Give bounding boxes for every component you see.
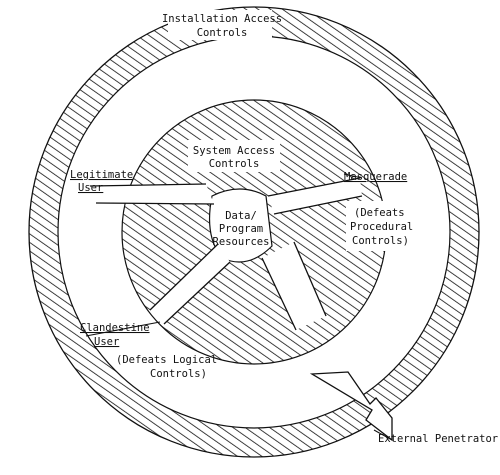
- external-label: External Penetrator: [378, 433, 498, 445]
- masquerade-note-line3: Controls): [352, 235, 409, 247]
- masquerade-label: Masquerade: [344, 171, 407, 183]
- installation-label-line2: Controls: [197, 27, 248, 39]
- leader-lines: [85, 173, 393, 441]
- legitimate-label-line1: Legitimate: [70, 169, 133, 181]
- system-label-bg: [188, 140, 280, 172]
- labels: Installation Access Controls System Acce…: [70, 13, 498, 445]
- clandestine-label-line1: Clandestine: [80, 322, 150, 334]
- legitimate-user-path: [89, 183, 215, 205]
- clandestine-user-path: [149, 243, 231, 325]
- lower-right-path: [261, 241, 327, 331]
- masquerade-note-bg: [346, 201, 420, 251]
- external-leader: [373, 429, 393, 441]
- installation-label-bg: [168, 10, 272, 40]
- system-label-line2: Controls: [209, 158, 260, 170]
- system-label-line1: System Access: [193, 145, 275, 157]
- core-label-line1: Data/: [225, 210, 257, 222]
- clandestine-note-line2: Controls): [150, 368, 207, 380]
- masquerade-note-line1: (Defeats: [354, 207, 405, 219]
- masquerade-note-line2: Procedural: [350, 221, 413, 233]
- clandestine-leader: [85, 321, 161, 337]
- clandestine-label-line2: User: [94, 336, 119, 348]
- core-resources: [208, 188, 273, 263]
- masquerade-leader: [343, 173, 363, 179]
- core-label-line2: Program: [219, 223, 263, 235]
- clandestine-note-line1: (Defeats Logical: [116, 354, 217, 366]
- installation-label-line1: Installation Access: [162, 13, 282, 25]
- masquerade-path: [267, 177, 363, 215]
- legitimate-label-line2: User: [78, 182, 103, 194]
- core-label-line3: Resources: [213, 236, 270, 248]
- external-penetrator-arrow: [309, 371, 393, 442]
